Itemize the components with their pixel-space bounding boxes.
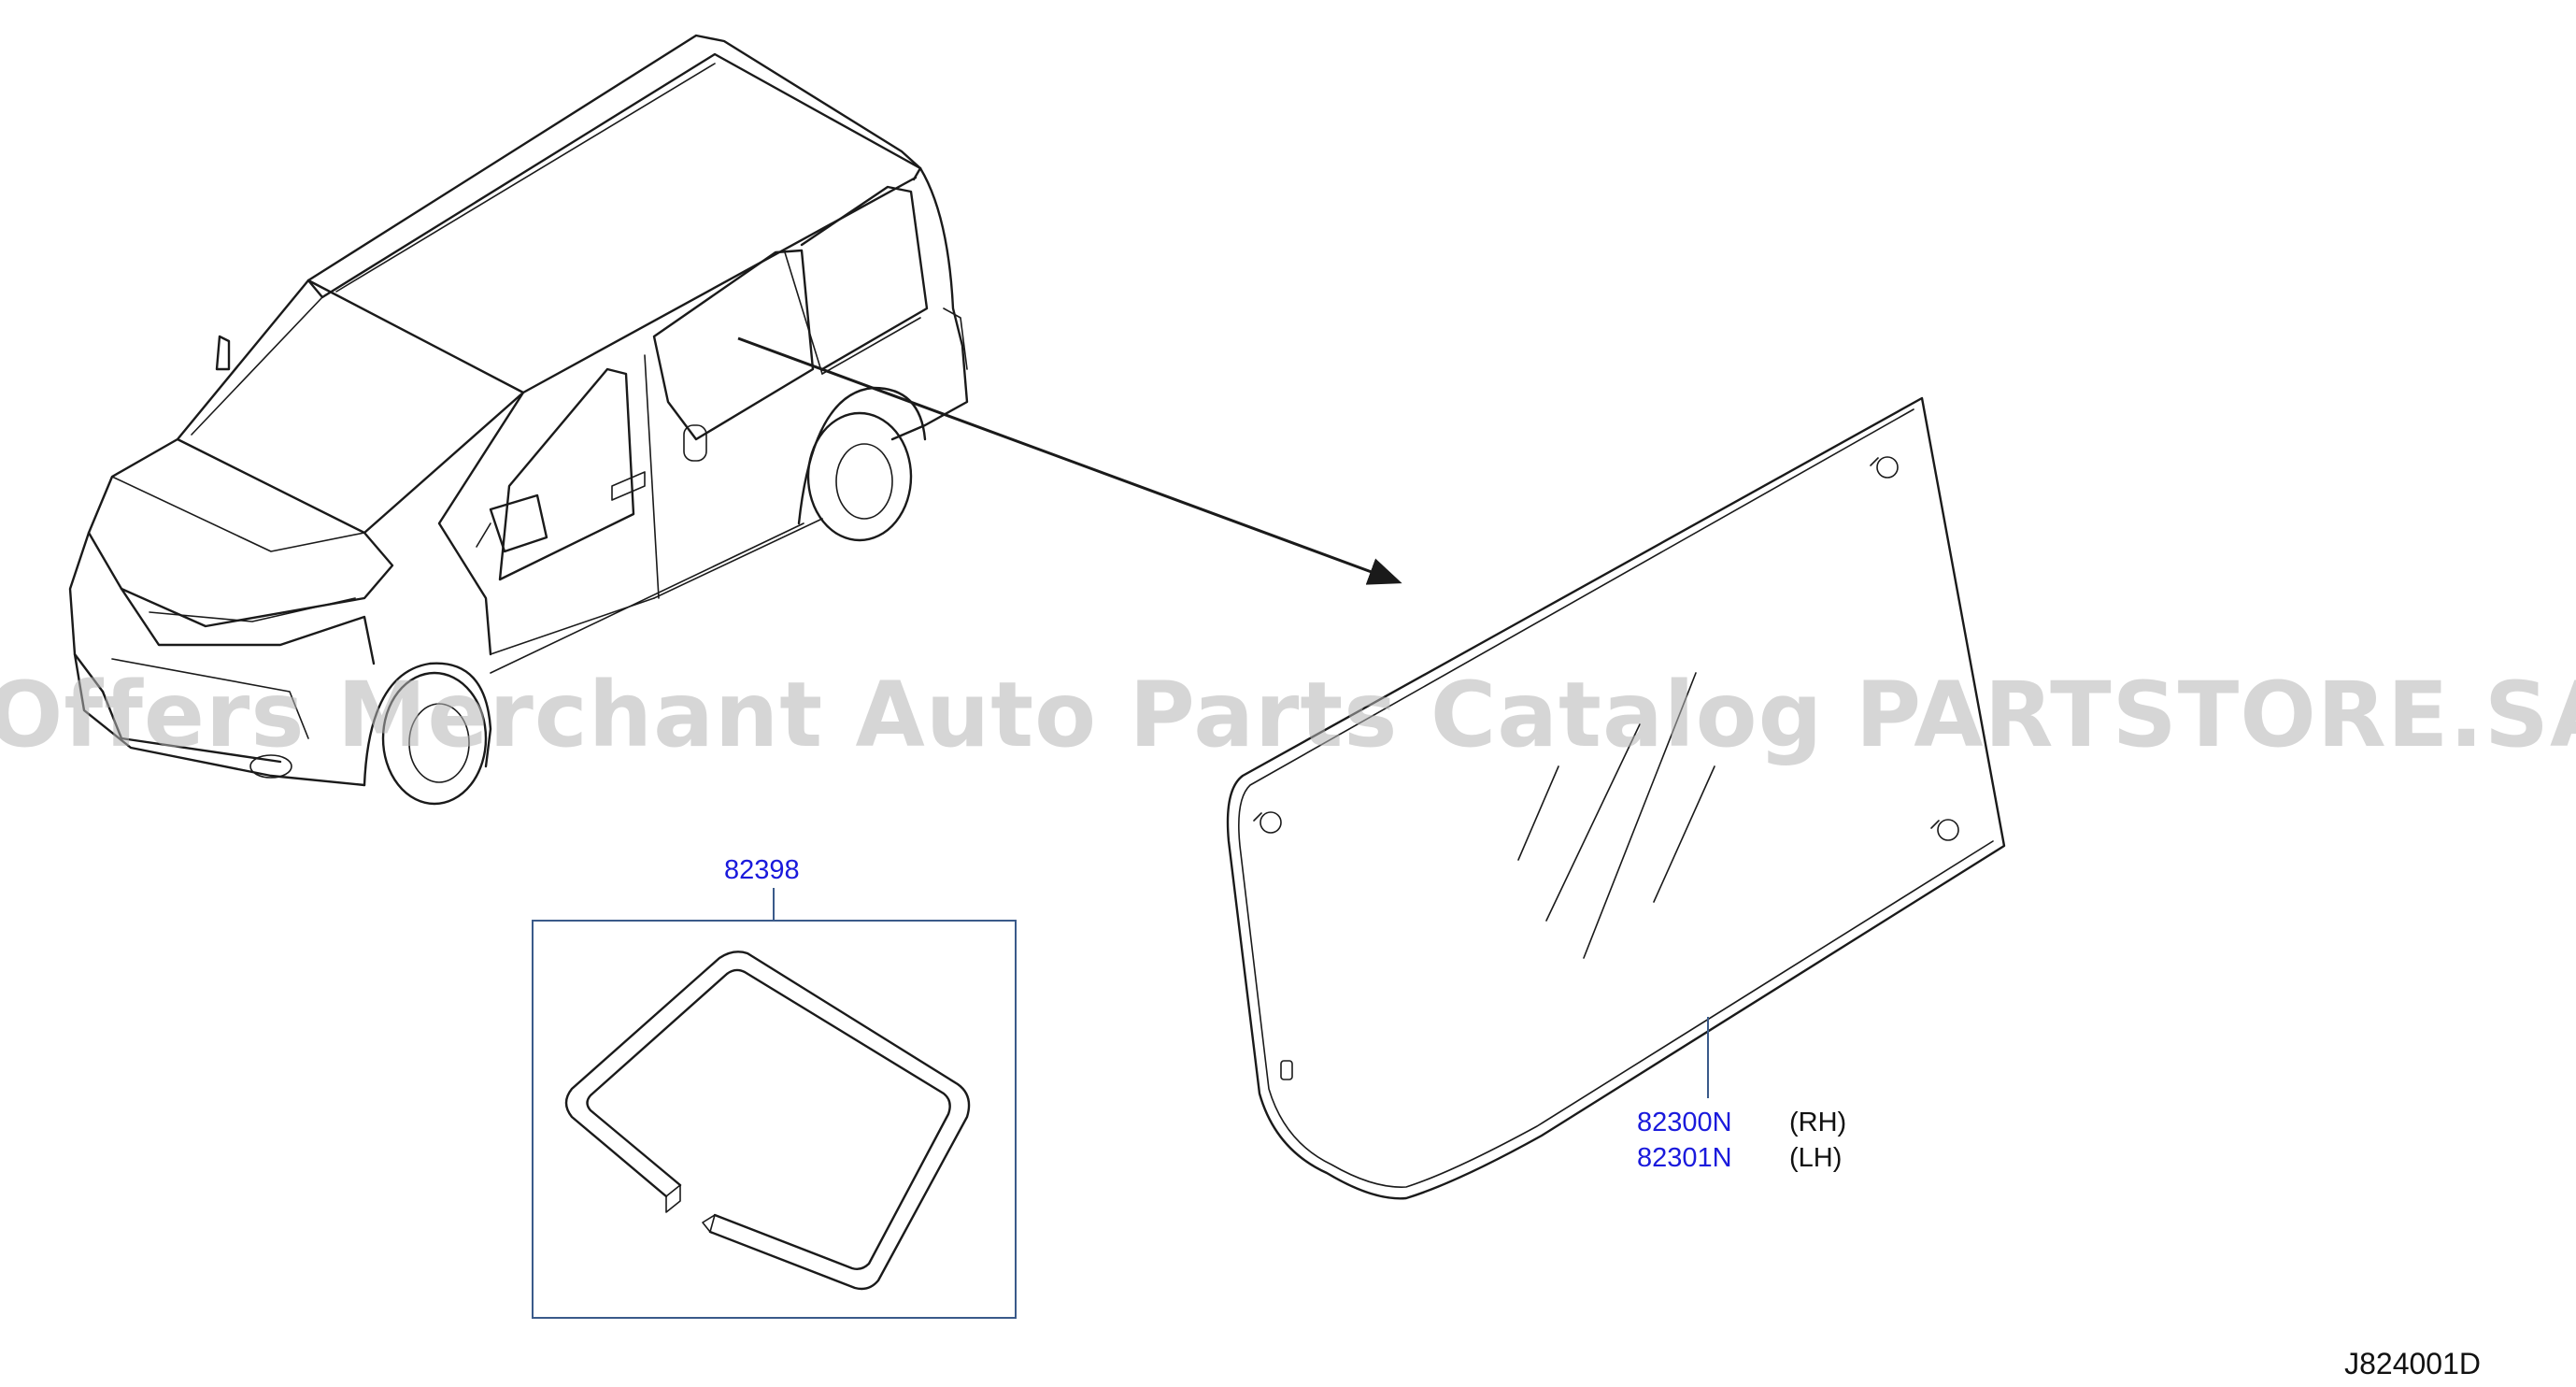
clip-icon bbox=[1870, 456, 1899, 479]
weatherstrip-detail-box bbox=[532, 920, 1017, 1319]
glass-marking bbox=[1280, 1060, 1293, 1080]
watermark: Offers Merchant Auto Parts Catalog PARTS… bbox=[0, 663, 2576, 767]
side-glass-illustration bbox=[1226, 396, 2006, 1200]
callout-82301n[interactable]: 82301N bbox=[1637, 1143, 1732, 1173]
reference-arrow bbox=[737, 336, 1402, 585]
van-illustration bbox=[68, 34, 969, 806]
clip-icon bbox=[1253, 811, 1282, 834]
weatherstrip-illustration bbox=[564, 951, 971, 1291]
callout-82300n[interactable]: 82300N bbox=[1637, 1108, 1732, 1137]
side-label-rh: (RH) bbox=[1789, 1108, 1846, 1137]
side-label-lh: (LH) bbox=[1789, 1143, 1842, 1173]
clip-icon bbox=[1930, 819, 1959, 841]
figure-code: J824001D bbox=[2344, 1347, 2481, 1380]
callout-82398[interactable]: 82398 bbox=[724, 855, 800, 885]
